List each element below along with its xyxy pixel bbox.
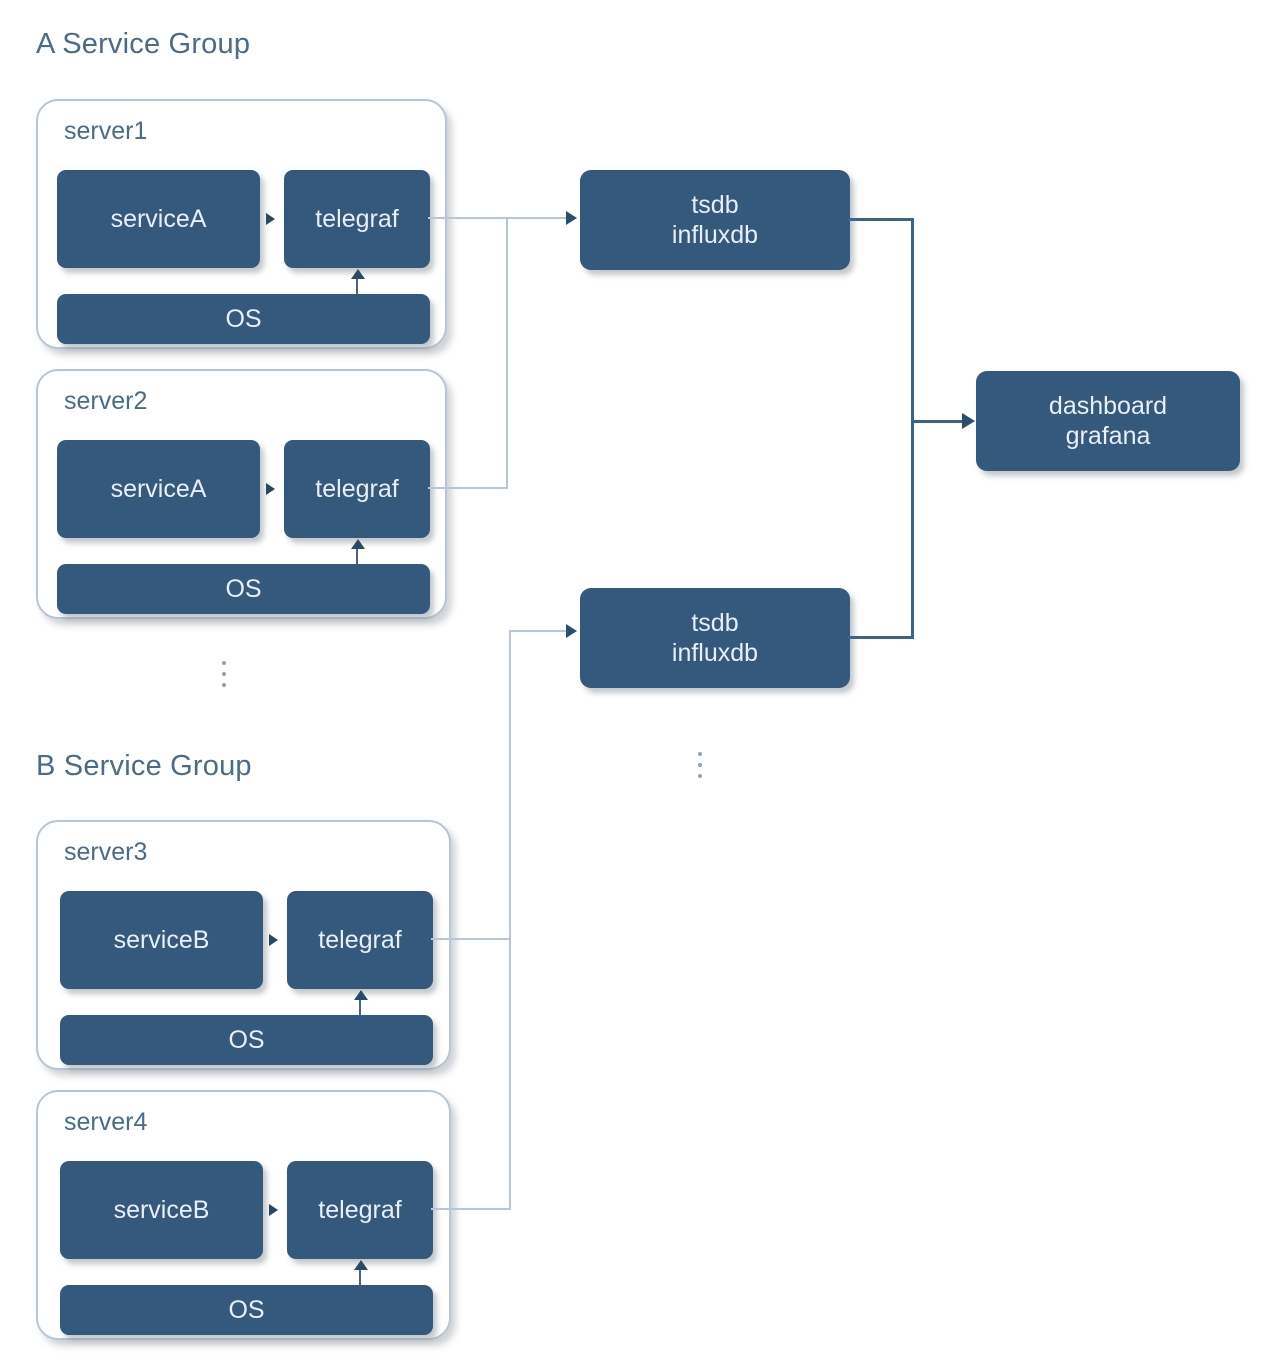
service-to-telegraf-arrow-icon-server2 — [266, 483, 275, 495]
agent-block-telegraf-server3: telegraf — [287, 891, 433, 989]
connector-server2-telegraf-horizontal — [428, 487, 508, 489]
service-to-telegraf-arrow-icon-server1 — [266, 213, 275, 225]
arrow-icon-into-tsdb1 — [566, 211, 577, 225]
connector-tsdb2-to-merge-horizontal — [848, 636, 914, 639]
service-block-serviceA-server1: serviceA — [57, 170, 260, 268]
datastore-block-tsdb-2: tsdb influxdb — [580, 588, 850, 688]
os-to-telegraf-arrow-icon-server2 — [351, 539, 365, 549]
agent-block-telegraf-server2: telegraf — [284, 440, 430, 538]
datastore-block-tsdb-1: tsdb influxdb — [580, 170, 850, 270]
group-title-b: B Service Group — [36, 750, 252, 782]
server-label-server4: server4 — [64, 1108, 148, 1136]
datastore-1-line2: influxdb — [671, 221, 759, 249]
server-label-server3: server3 — [64, 838, 148, 866]
datastore-2-line1: tsdb — [691, 608, 739, 637]
server-label-server2: server2 — [64, 387, 148, 415]
connector-server2-telegraf-vertical — [506, 217, 508, 489]
os-to-telegraf-stem-server2 — [356, 549, 358, 565]
datastore-1-line1: tsdb — [691, 190, 739, 219]
group-title-a: A Service Group — [36, 28, 251, 60]
datastore-2-line2: influxdb — [671, 639, 759, 667]
service-to-telegraf-arrow-icon-server3 — [269, 934, 278, 946]
connector-merge-to-dashboard — [911, 420, 966, 423]
server-card-server4: server4 serviceB telegraf OS — [36, 1090, 451, 1340]
connector-group-b-to-tsdb2 — [509, 630, 570, 632]
service-block-serviceB-server3: serviceB — [60, 891, 263, 989]
os-block-server3: OS — [60, 1015, 433, 1065]
dashboard-line1: dashboard — [1048, 391, 1168, 420]
os-block-server4: OS — [60, 1285, 433, 1335]
server-card-server2: server2 serviceA telegraf OS — [36, 369, 447, 619]
os-to-telegraf-stem-server3 — [359, 1000, 361, 1016]
service-to-telegraf-arrow-icon-server4 — [269, 1204, 278, 1216]
group-a-more-indicator — [222, 661, 226, 687]
connector-tsdb1-to-merge-horizontal — [848, 218, 914, 221]
os-to-telegraf-arrow-icon-server1 — [351, 269, 365, 279]
connector-server4-telegraf-horizontal — [431, 1208, 511, 1210]
dashboard-line2: grafana — [1065, 422, 1151, 450]
service-block-serviceA-server2: serviceA — [57, 440, 260, 538]
connector-group-b-riser — [509, 630, 511, 1210]
arrow-icon-into-tsdb2 — [566, 624, 577, 638]
service-block-serviceB-server4: serviceB — [60, 1161, 263, 1259]
os-to-telegraf-arrow-icon-server3 — [354, 990, 368, 1000]
connector-tsdb2-to-merge-vertical — [911, 420, 914, 639]
os-block-server2: OS — [57, 564, 430, 614]
connector-tsdb1-to-merge-vertical — [911, 218, 914, 423]
os-block-server1: OS — [57, 294, 430, 344]
server-card-server3: server3 serviceB telegraf OS — [36, 820, 451, 1070]
arrow-icon-into-dashboard — [962, 413, 975, 429]
agent-block-telegraf-server1: telegraf — [284, 170, 430, 268]
agent-block-telegraf-server4: telegraf — [287, 1161, 433, 1259]
os-to-telegraf-stem-server1 — [356, 279, 358, 295]
connector-server1-telegraf-to-tsdb1 — [428, 217, 570, 219]
server-card-server1: server1 serviceA telegraf OS — [36, 99, 447, 349]
server-label-server1: server1 — [64, 117, 148, 145]
datastore-more-indicator — [698, 752, 702, 778]
os-to-telegraf-stem-server4 — [359, 1270, 361, 1286]
connector-server3-telegraf-horizontal — [431, 938, 511, 940]
dashboard-block-grafana: dashboard grafana — [976, 371, 1240, 471]
os-to-telegraf-arrow-icon-server4 — [354, 1260, 368, 1270]
